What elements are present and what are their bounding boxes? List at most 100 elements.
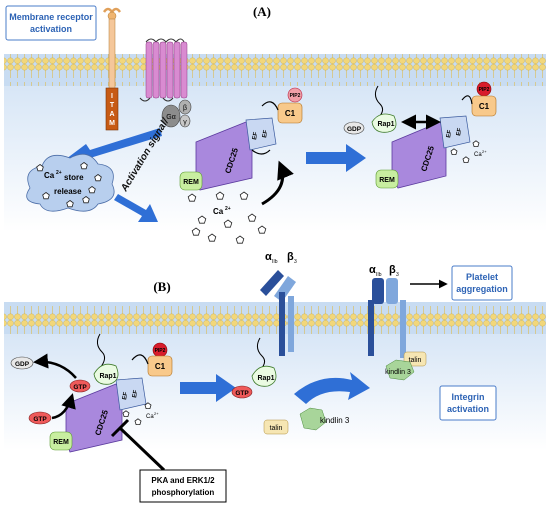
calcium-ion-icon [94,174,102,182]
panel-b-label: (B) [153,279,170,294]
calcium-ion-icon [144,402,152,410]
gdp-label-out: GDP [15,361,30,368]
ef-hand-1 [245,117,277,151]
g-alpha-label: Gα [166,114,176,121]
calcium-ion-icon [462,156,470,164]
itam-letter-a: A [109,111,114,118]
itam-letter-i: I [111,93,113,100]
gtp-label-in: GTP [33,416,47,423]
pip2-label-b: PIP2 [155,348,166,354]
membrane-b [4,302,546,334]
rap1-protein-b [93,363,119,385]
rem-label-b: REM [53,439,69,446]
rem-label-2: REM [379,177,395,184]
membrane-receptor-box: Membrane receptor activation [5,5,97,41]
pip2-label-1: PIP2 [290,93,301,99]
calcium-ion-icon [239,191,249,200]
pip2-label-2: PIP2 [479,87,490,93]
calcium-ion-icon [88,186,96,194]
rap1-label-b: Rap1 [99,373,116,380]
integrin-activation-box: Integrin activation [439,385,497,421]
talin-label-active: talin [409,357,422,364]
calcium-ion-icon [122,410,130,418]
complex2-ca-label: Ca [474,152,482,158]
ef-label-bb: EF [132,389,139,398]
g-beta-subunit [178,99,192,115]
c1-label-b: C1 [155,362,166,371]
integrin-alpha-leg-active [368,300,374,356]
gtp-label-b: GTP [73,384,87,391]
integrin-beta-sub-active: 3 [396,272,399,278]
caldag-complex-1: PIP2 C1 CDC25 EF EF REM [179,87,303,191]
rap1-gtp-b: Rap1 GTP [69,333,119,393]
itam-receptor: I T A M [102,7,122,131]
calcium-ion-icon [42,192,50,200]
gtp-badge-in [28,411,52,425]
calcium-ion-icon [257,225,267,234]
rem-domain-b [49,431,73,451]
integrin-beta-label-inactive: β [287,251,294,263]
complex-transition-arrow [306,144,366,172]
g-beta-label: β [183,105,187,112]
calcium-ion-icon [80,162,88,170]
integrin-beta-label-active: β [389,264,396,276]
g-protein: Gα β γ [161,99,192,128]
c1-domain-b [147,355,173,377]
pip2-badge-1 [287,87,303,103]
calcium-ion-icon [215,191,225,200]
gtp-loading-arrow [51,393,76,420]
integrin-inactive: α IIb β 3 [260,251,297,356]
complex-b-ca-sup: 2+ [154,411,159,416]
kindlin-free [299,407,327,431]
c1-domain-1 [277,102,303,124]
integrin-alpha-head-inactive [260,270,284,296]
calcium-ion-icon [450,148,458,156]
c1-label-2: C1 [479,102,490,111]
integrin-activation-arrow [294,372,370,404]
c1-domain-2 [471,95,497,117]
integrin-alpha-sub-active: IIb [376,272,382,278]
calcium-ion-icon [82,196,90,204]
rap1-label-a: Rap1 [377,121,394,128]
panel-b: (B) Platelet aggregation α IIb β 3 α IIb… [4,251,546,503]
panel-a: (A) Membrane receptor activation I T A M [4,4,546,244]
membrane-a [4,54,546,86]
itam-letter-t: T [110,102,115,109]
store-to-calcium-arrow [114,194,158,222]
gpcr-receptor [139,38,188,102]
caldag-complex-b: PIP2 C1 CDC25 EF EF REM Ca 2+ [49,342,173,453]
ef-label-2a: EF [446,129,453,138]
gdp-badge-out [10,356,34,370]
ef-label-2b: EF [456,127,463,136]
integrin-beta-leg-inactive [288,296,294,352]
complex2-ca-sup: 2+ [482,149,487,154]
ef-label-ba: EF [122,391,129,400]
calcium-ion-icon [472,140,480,148]
store-ca-label: Ca [44,171,55,180]
integrin-beta-sub-inactive: 3 [294,259,297,265]
pka-text-1: PKA and ERK1/2 [151,476,215,485]
pka-inhibition [110,418,166,472]
calcium-ion-icon [36,164,44,172]
g-gamma-subunit [179,114,191,128]
integrin-beta-head-active [386,278,398,304]
caldag-complex-2: PIP2 C1 CDC25 EF EF REM Ca 2+ [375,81,497,189]
calcium-binding-arrow [261,160,294,206]
rap1-gdp: Rap1 GDP [343,85,397,135]
store-ca-sup: 2+ [56,170,62,176]
release-label: release [54,187,82,196]
integrin-alpha-label-inactive: α [265,251,272,263]
integrin-active: α IIb β 3 talin kindlin 3 [368,264,427,381]
calcium-ion-icon [134,418,142,426]
g-alpha-subunit [161,104,181,128]
free-ca-sup: 2+ [225,206,231,212]
integrin-alpha-sub-inactive: IIb [272,259,278,265]
calcium-ion-icon [187,193,197,202]
calcium-ion-icon [247,213,257,222]
itam-domain [105,87,119,131]
platelet-aggregation-box: Platelet aggregation [451,265,513,301]
ef-hand-b [115,377,147,411]
gdp-label-a: GDP [347,126,362,133]
calcium-ion-icon [191,227,201,236]
